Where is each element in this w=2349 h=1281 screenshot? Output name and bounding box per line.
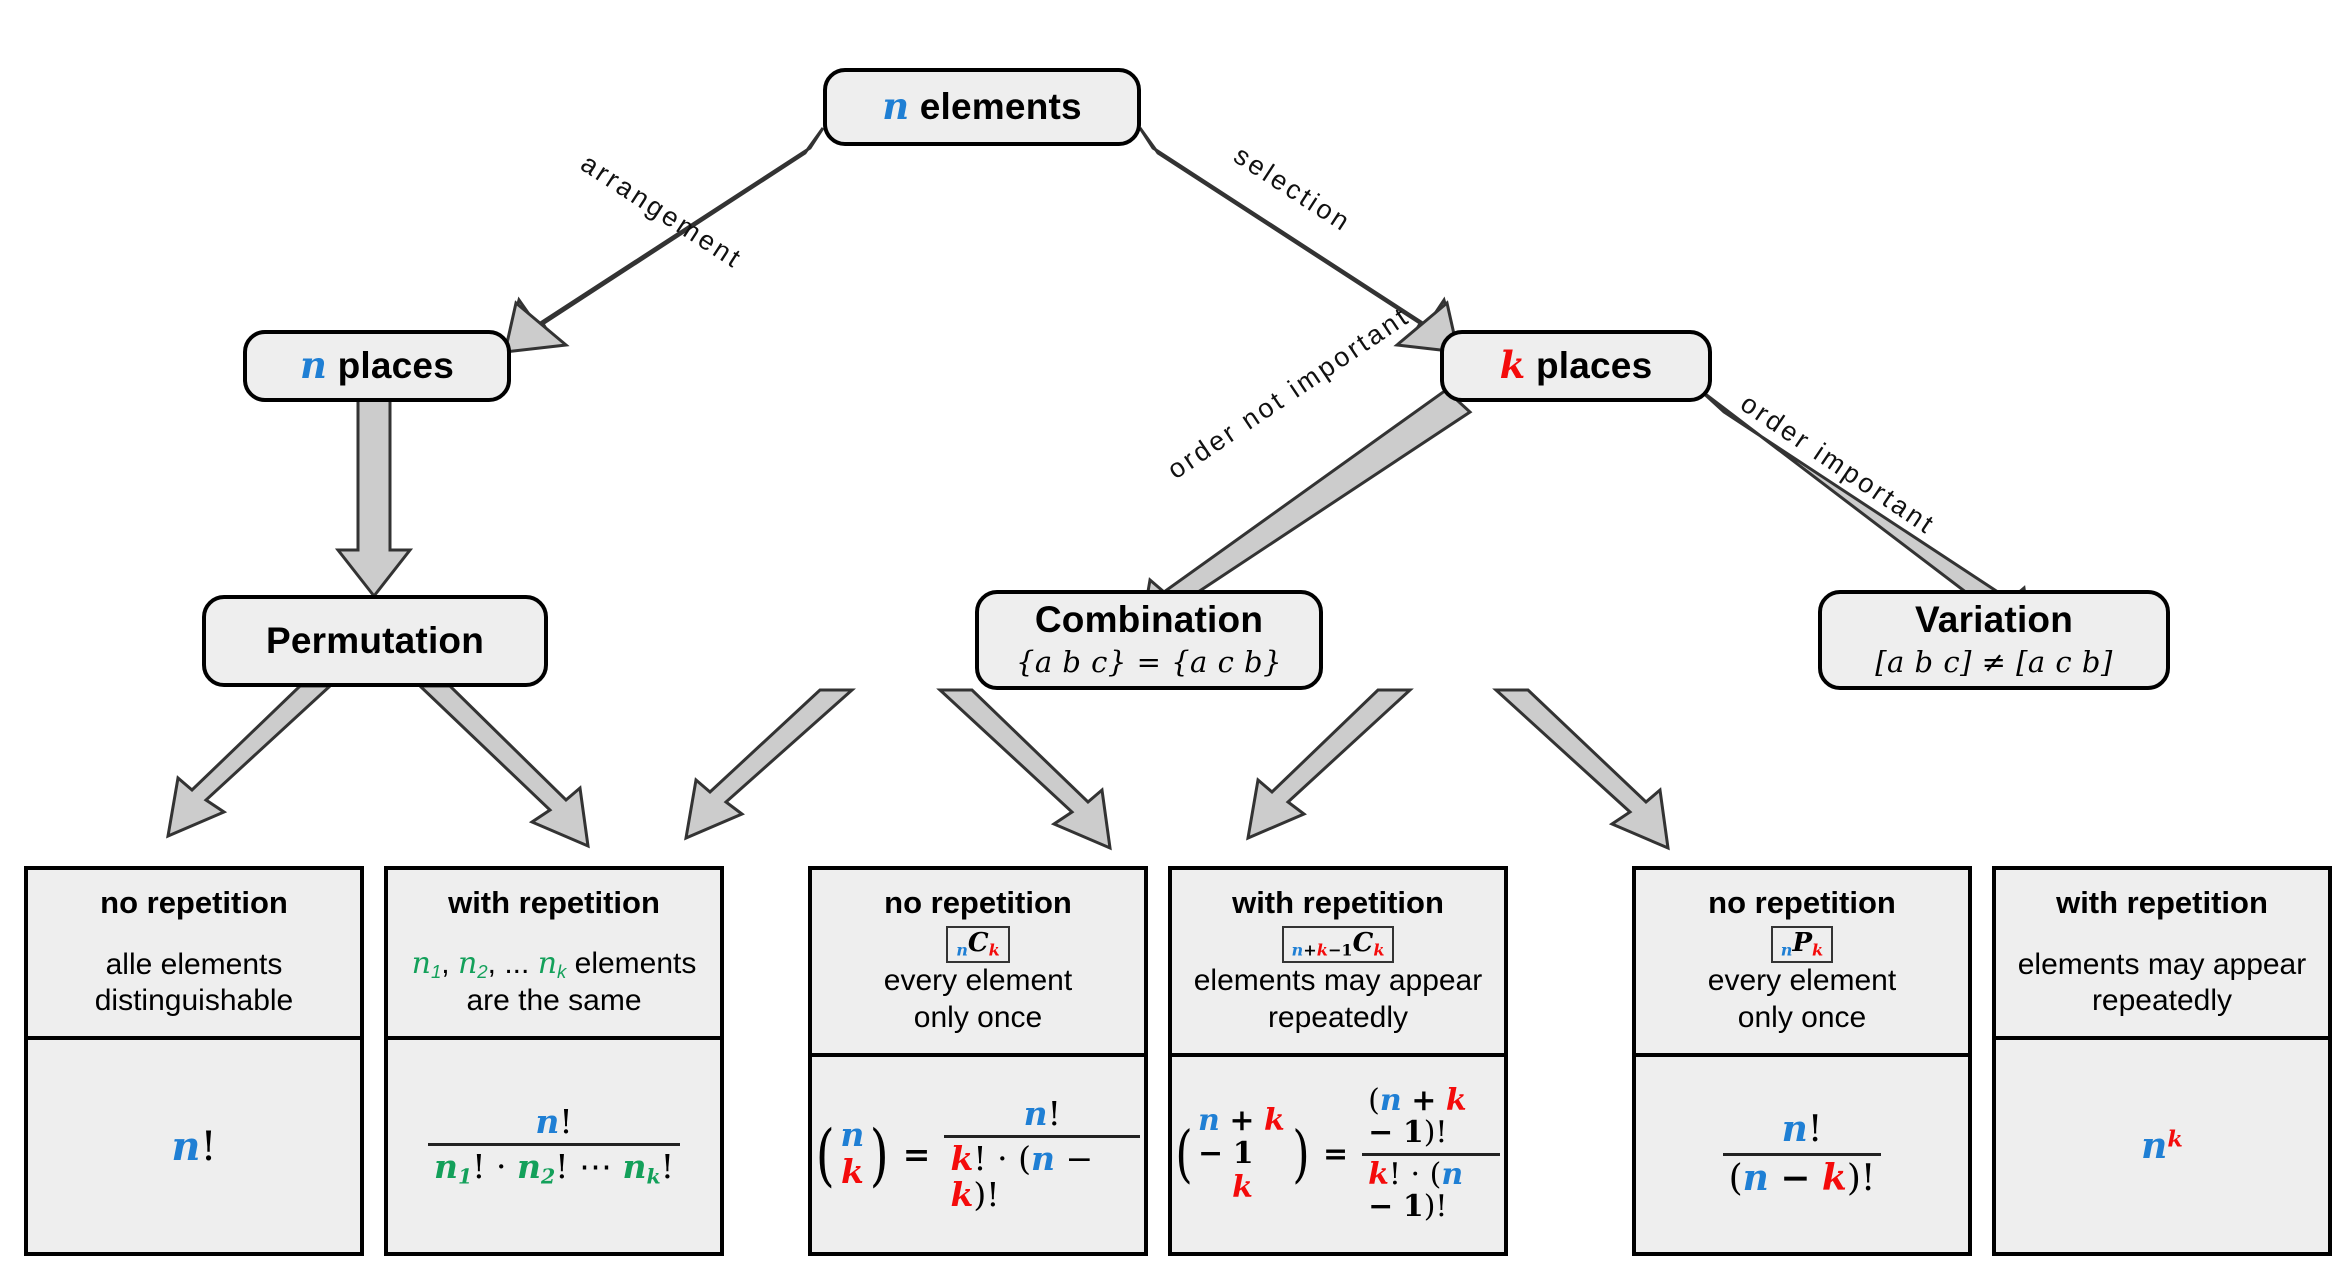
binomial-n-k: ( n k )	[815, 1114, 890, 1194]
leaf-combination-with-repetition[interactable]: with repetition n+k−1Ck elements may app…	[1168, 866, 1508, 1256]
node-n-elements-label: n elements	[882, 87, 1082, 127]
leaf-top: no repetition alle elements distinguisha…	[28, 870, 360, 1040]
leaf-top: no repetition nPk every element only onc…	[1636, 870, 1968, 1057]
leaf-description: n1, n2, ... nk elements are the same	[411, 945, 697, 1018]
edge-label-selection: selection	[1228, 140, 1358, 238]
leaf-description: elements may appear repeatedly	[2017, 947, 2307, 1018]
node-k-places-rest: places	[1525, 345, 1653, 387]
leaf-head: with repetition	[448, 885, 660, 920]
arrow-combination-to-leaf3	[684, 688, 856, 841]
leaf-head: no repetition	[1708, 885, 1896, 920]
leaf-head: no repetition	[100, 885, 288, 920]
notation-badge-nPk: nPk	[1770, 926, 1834, 964]
arrow-root-to-n-places-head	[503, 300, 570, 354]
leaf-top: no repetition nCk every element only onc…	[812, 870, 1144, 1057]
leaf-head: no repetition	[884, 885, 1072, 920]
node-n-elements-rest: elements	[909, 86, 1082, 128]
arrow-combination-to-leaf4	[936, 688, 1112, 851]
node-variation-example: [a b c] ≠ [a c b]	[1875, 644, 2113, 679]
arrow-variation-to-leaf5	[1246, 688, 1414, 841]
node-permutation[interactable]: Permutation	[202, 595, 548, 687]
arrow-n-places-to-permutation	[334, 388, 414, 599]
leaf-formula: n! n1! · n2! ⋯ nk!	[388, 1040, 720, 1252]
leaf-variation-no-repetition[interactable]: no repetition nPk every element only onc…	[1632, 866, 1972, 1256]
node-k-places-label: k places	[1500, 346, 1653, 386]
node-k-places[interactable]: k places	[1440, 330, 1712, 402]
node-n-places-label: n places	[300, 346, 454, 386]
leaf-top: with repetition n1, n2, ... nk elements …	[388, 870, 720, 1040]
leaf-description: every element only once	[883, 964, 1073, 1034]
node-n-places-rest: places	[327, 345, 454, 387]
leaf-combination-no-repetition[interactable]: no repetition nCk every element only onc…	[808, 866, 1148, 1256]
leaf-formula: n! (n − k)!	[1636, 1057, 1968, 1252]
leaf-variation-with-repetition[interactable]: with repetition elements may appear repe…	[1992, 866, 2332, 1256]
arrow-root-to-k-places	[1138, 127, 1461, 352]
node-combination-example: {a b c} = {a c b}	[1015, 644, 1283, 679]
leaf-formula: ( n k ) = n! k! · (n − k)!	[812, 1057, 1144, 1252]
node-combination-label: Combination	[1034, 599, 1264, 641]
node-n-places[interactable]: n places	[243, 330, 511, 402]
node-combination[interactable]: Combination {a b c} = {a c b}	[975, 590, 1323, 690]
symbol-n: n	[882, 84, 910, 129]
leaf-head: with repetition	[1232, 885, 1444, 920]
arrow-permutation-to-leaf1	[166, 684, 334, 839]
leaf-description: elements may appear repeatedly	[1193, 964, 1483, 1034]
node-variation-label: Variation	[1914, 599, 2074, 641]
arrow-variation-to-leaf6	[1492, 688, 1670, 851]
notation-badge-npkm1Ck: n+k−1Ck	[1281, 926, 1395, 964]
arrow-root-to-n-places	[502, 127, 825, 352]
node-permutation-label: Permutation	[265, 619, 485, 661]
node-variation[interactable]: Variation [a b c] ≠ [a c b]	[1818, 590, 2170, 690]
edge-label-order-not-important: order not important	[1162, 300, 1416, 485]
notation-badge-nCk: nCk	[946, 926, 1010, 964]
leaf-formula: nk	[2141, 1125, 2183, 1167]
binomial-n-plus-k-minus-1-k: ( n + k − 1 k )	[1175, 1102, 1310, 1206]
leaf-permutation-with-repetition[interactable]: with repetition n1, n2, ... nk elements …	[384, 866, 724, 1256]
leaf-formula: ( n + k − 1 k ) = (n + k − 1)! k! · (n	[1172, 1057, 1504, 1252]
arrow-permutation-to-leaf2	[416, 684, 590, 849]
edge-label-arrangement: arrangement	[575, 148, 749, 275]
symbol-n: n	[300, 343, 328, 388]
leaf-top: with repetition elements may appear repe…	[1996, 870, 2328, 1040]
leaf-formula: n!	[171, 1122, 217, 1170]
leaf-permutation-no-repetition[interactable]: no repetition alle elements distinguisha…	[24, 866, 364, 1256]
symbol-k: k	[1499, 343, 1526, 388]
leaf-head: with repetition	[2056, 885, 2268, 920]
leaf-description: every element only once	[1707, 964, 1897, 1034]
leaf-top: with repetition n+k−1Ck elements may app…	[1172, 870, 1504, 1057]
edge-label-order-important: order important	[1735, 388, 1942, 541]
node-n-elements[interactable]: n elements	[823, 68, 1141, 146]
leaf-description: alle elements distinguishable	[94, 947, 294, 1018]
